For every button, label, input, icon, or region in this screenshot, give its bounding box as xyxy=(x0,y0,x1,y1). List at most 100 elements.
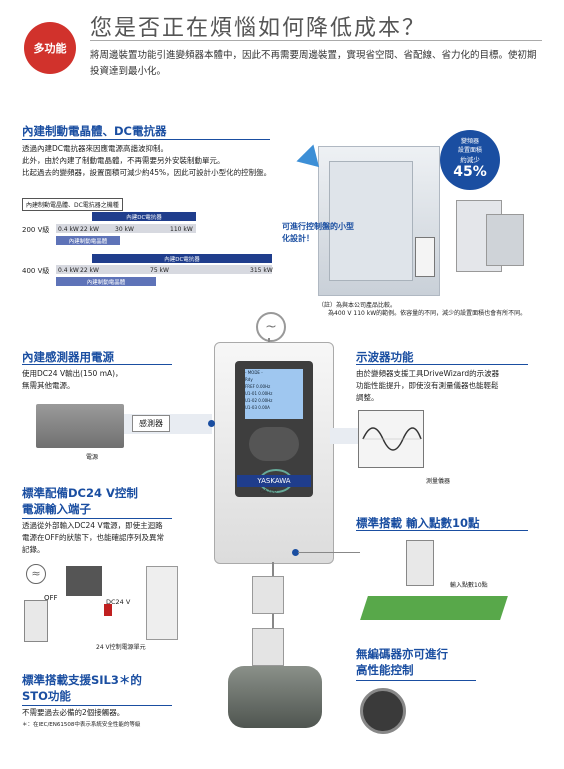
reduce-line-2: 設置面積 xyxy=(457,147,482,154)
badge-label: 多功能 xyxy=(33,42,67,55)
drive-body: - MODE - Rdy FREF 0.00Hz U1-01 0.00Hz U1… xyxy=(214,342,334,564)
sensor-line-1: 使用DC24 V輸出(150 mA)， xyxy=(22,369,123,378)
brake-transistor-bar-200: 內建制動電晶體 xyxy=(56,236,120,245)
dc24-title-rule xyxy=(22,518,172,519)
encoder-section-title: 無編碼器亦可進行 高性能控制 xyxy=(356,646,448,678)
screen-line-6: U1-03 0.00A xyxy=(245,405,270,410)
inputs-leader-line xyxy=(298,552,360,553)
motor-line xyxy=(272,562,274,672)
battery-label: 電源 xyxy=(86,454,99,461)
encoder-title-line-1: 無編碼器亦可進行 xyxy=(356,647,448,661)
control-cabinet-image xyxy=(318,146,440,296)
dc24-line-2: 電源在OFF的狀態下，也能確認序列及異常 xyxy=(22,533,165,542)
reduce-line-1: 變頻器 xyxy=(460,138,479,145)
intro-text: 將周邊裝置功能引進變頻器本體中，因此不再需要周邊裝置，實現省空間、省配線、省力化… xyxy=(90,50,537,77)
model-label: GA700 xyxy=(260,489,277,495)
encoder-image xyxy=(360,688,406,734)
drive-mini-image xyxy=(406,540,434,586)
scope-title-rule xyxy=(356,364,528,365)
oscilloscope-image xyxy=(358,410,424,468)
scope-line-2: 功能性能提升，即使沒有測量儀器也能輕鬆 xyxy=(356,381,499,390)
dc24-line-3: 記錄。 xyxy=(22,545,45,554)
scope-line-1: 由於變頻器支援工具DriveWizard的示波器 xyxy=(356,369,500,378)
sil-section-title: 標準搭載支援SIL3＊的 STO功能 xyxy=(22,672,142,704)
dc24v-label: DC24 V xyxy=(106,598,131,606)
kw-200-2: 30 kW xyxy=(115,226,134,233)
brake-transistor-bar-400: 內建制動電晶體 xyxy=(56,277,156,286)
kw-400-1: 22 kW xyxy=(80,267,99,274)
screen-line-2: Rdy xyxy=(245,377,253,382)
class-400v-label: 400 V級 xyxy=(22,267,50,275)
dc24-section-title: 標準配備DC24 V控制 電源輸入端子 xyxy=(22,485,138,517)
dc24-title-line-2: 電源輸入端子 xyxy=(22,502,91,516)
inputs-section-title: 標準搭載 輸入點數10點 xyxy=(356,516,480,530)
ac-input-icon: ~ xyxy=(256,312,286,342)
power-source-icon: ≈ xyxy=(26,564,46,584)
range-400-bar xyxy=(56,265,272,274)
dc24-title-line-1: 標準配備DC24 V控制 xyxy=(22,486,138,500)
reduce-line-3: 約減少 xyxy=(460,156,480,164)
reduce-badge: 變頻器 設置面積 約減少 45% xyxy=(440,130,500,190)
battery-image xyxy=(36,404,124,448)
dc24-line-1: 透過從外部輸入DC24 V電源，即使主迴路 xyxy=(22,521,163,530)
range-200-bar xyxy=(56,224,196,233)
title-divider xyxy=(90,40,542,41)
meter-label: 測量儀器 xyxy=(426,478,451,485)
dc24-description: 透過從外部輸入DC24 V電源，即使主迴路 電源在OFF的狀態下，也能確認序列及… xyxy=(22,520,164,556)
sil-title-line-2: STO功能 xyxy=(22,689,71,703)
screen-line-5: U1-02 0.00Hz xyxy=(245,398,273,403)
brake-line-3: 比起過去的變頻器，設置面積可減少約45%，因此可設計小型化的控制盤。 xyxy=(22,168,272,177)
cabinet-caption: 可進行控制盤的小型化設計！ xyxy=(282,222,354,243)
inputs-terminal-dot xyxy=(292,549,299,556)
mini-drive-image xyxy=(415,237,435,277)
waveform-icon xyxy=(362,427,422,451)
sensor-section-title: 內建感測器用電源 xyxy=(22,350,114,364)
sil-title-line-1: 標準搭載支援SIL3＊的 xyxy=(22,673,142,687)
encoder-title-rule xyxy=(356,680,476,681)
models-legend: 內建制動電晶體、DC電抗器之機種 xyxy=(22,198,123,211)
psu-image xyxy=(146,566,178,640)
sensor-box: 感測器 xyxy=(132,415,170,432)
screen-line-1: - MODE - xyxy=(245,370,263,375)
kw-400-2: 75 kW xyxy=(150,267,169,274)
scope-description: 由於變頻器支援工具DriveWizard的示波器 功能性能提升，即使沒有測量儀器… xyxy=(356,368,499,404)
contactor-1-image xyxy=(252,576,284,614)
brand-plate: YASKAWA xyxy=(237,475,311,487)
cabinet-note-2: 為400 V 110 kW的範例。依容量的不同，減少的設置面積也會有所不同。 xyxy=(328,310,527,317)
psu-label: 24 V控制電源單元 xyxy=(96,644,146,651)
keypad-screen: - MODE - Rdy FREF 0.00Hz U1-01 0.00Hz U1… xyxy=(245,369,303,419)
kw-200-3: 110 kW xyxy=(170,226,193,233)
scope-connector xyxy=(330,428,358,444)
dc-reactor-bar-200: 內建DC電抗器 xyxy=(92,212,196,221)
brake-description: 透過內建DC電抗器來因應電源高諧波抑制。 此外，由於內建了制動電晶體，不再需要另… xyxy=(22,143,272,179)
terminal-block-image xyxy=(360,596,508,620)
brake-line-1: 透過內建DC電抗器來因應電源高諧波抑制。 xyxy=(22,144,169,153)
scope-line-3: 調整。 xyxy=(356,393,379,402)
keypad-buttons xyxy=(249,427,299,461)
kw-400-3: 315 kW xyxy=(250,267,273,274)
class-200v-label: 200 V級 xyxy=(22,226,50,234)
terminal-red xyxy=(104,604,112,616)
kw-200-0: 0.4 kW xyxy=(58,226,79,233)
off-label: OFF xyxy=(44,594,58,602)
sensor-terminal-dot xyxy=(208,420,215,427)
motor-image xyxy=(228,666,322,728)
contactor-2-image xyxy=(252,628,284,666)
sensor-title-rule xyxy=(22,364,172,365)
cabinet-inner-panel xyxy=(329,161,413,281)
brake-title-rule xyxy=(22,139,270,140)
drive-small-image xyxy=(24,600,48,642)
inputs-title-rule xyxy=(356,530,528,531)
screen-line-4: U1-01 0.00Hz xyxy=(245,391,273,396)
feature-badge: 多功能 xyxy=(24,22,76,74)
brake-line-2: 此外，由於內建了制動電晶體，不再需要另外安裝制動單元。 xyxy=(22,156,225,165)
sil-line-1: 不需要過去必備的2個接觸器。 xyxy=(22,708,125,717)
cabinet-note-1: （註）為與本公司產品比較。 xyxy=(318,302,397,309)
reduce-percent: 45% xyxy=(453,164,487,180)
kw-200-1: 22 kW xyxy=(80,226,99,233)
brake-section-title: 內建制動電晶體、DC電抗器 xyxy=(22,124,167,138)
inputs-label: 輸入點數10點 xyxy=(450,582,488,589)
screen-line-3: FREF 0.00Hz xyxy=(245,384,271,389)
sensor-description: 使用DC24 V輸出(150 mA)， 無需其他電源。 xyxy=(22,368,123,392)
dc-reactor-bar-400: 內建DC電抗器 xyxy=(92,254,272,263)
